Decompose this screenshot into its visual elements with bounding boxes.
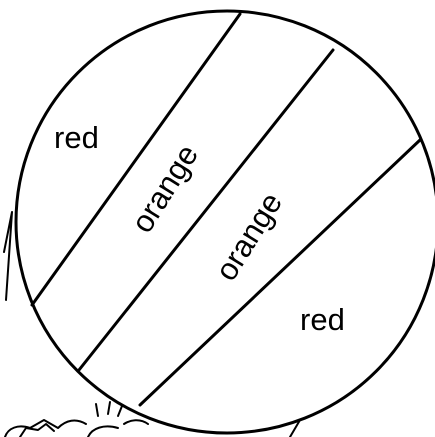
band-label-red-top: red <box>54 120 99 155</box>
divider-line-1 <box>32 14 240 305</box>
left-edge-sketch-stroke <box>4 212 12 300</box>
band-label-orange-1: orange <box>124 138 205 238</box>
band-label-orange-2: orange <box>208 186 289 286</box>
bottom-doodle <box>5 402 314 437</box>
band-label-red-bottom: red <box>300 302 345 337</box>
divider-line-2 <box>79 50 333 370</box>
